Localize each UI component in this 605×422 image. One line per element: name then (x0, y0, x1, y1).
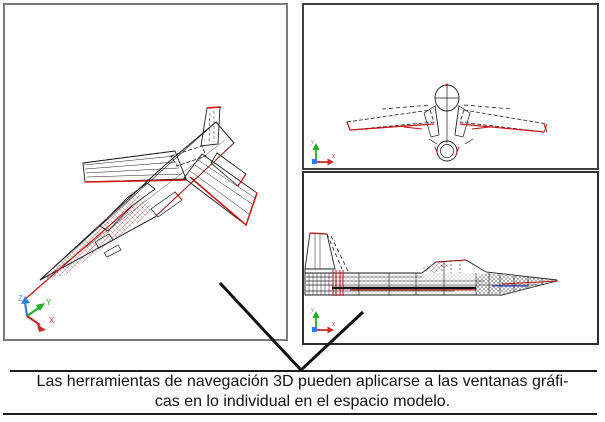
ucs-icon-3d: Z Y X (18, 294, 55, 332)
axis-z-label: Z (18, 294, 23, 303)
figure-caption: Las herramientas de navegación 3D pueden… (0, 372, 605, 412)
caption-line-2: cas en lo individual en el espacio model… (154, 393, 451, 410)
aircraft-side-wireframe: y x (304, 232, 559, 334)
axis-x-label: X (49, 316, 55, 325)
axis-y-label-small: y (311, 139, 314, 145)
aircraft-3d-wireframe: Z Y X (18, 106, 258, 332)
axis-y-label-small: y (311, 307, 314, 313)
caption-line-1: Las herramientas de navegación 3D pueden… (36, 373, 569, 390)
axis-x-label-small: x (332, 322, 335, 328)
aircraft-front-wireframe: y x (311, 83, 548, 166)
ucs-icon-2d: y x (311, 307, 335, 334)
viewport-side-view[interactable]: y x (302, 171, 599, 345)
tail-fin (200, 106, 222, 147)
front-view-aircraft (346, 83, 548, 162)
axis-x-label-small: x (332, 154, 335, 160)
ucs-icon-2d: y x (311, 139, 335, 166)
fuselage (22, 121, 235, 302)
wings-group (82, 145, 258, 227)
viewport-front-view[interactable]: y x (302, 3, 599, 170)
side-view-aircraft (304, 232, 559, 296)
caption-bottom-rule (3, 413, 597, 415)
axis-y-label: Y (46, 298, 52, 307)
viewport-3d-isometric[interactable]: Z Y X (3, 3, 288, 341)
